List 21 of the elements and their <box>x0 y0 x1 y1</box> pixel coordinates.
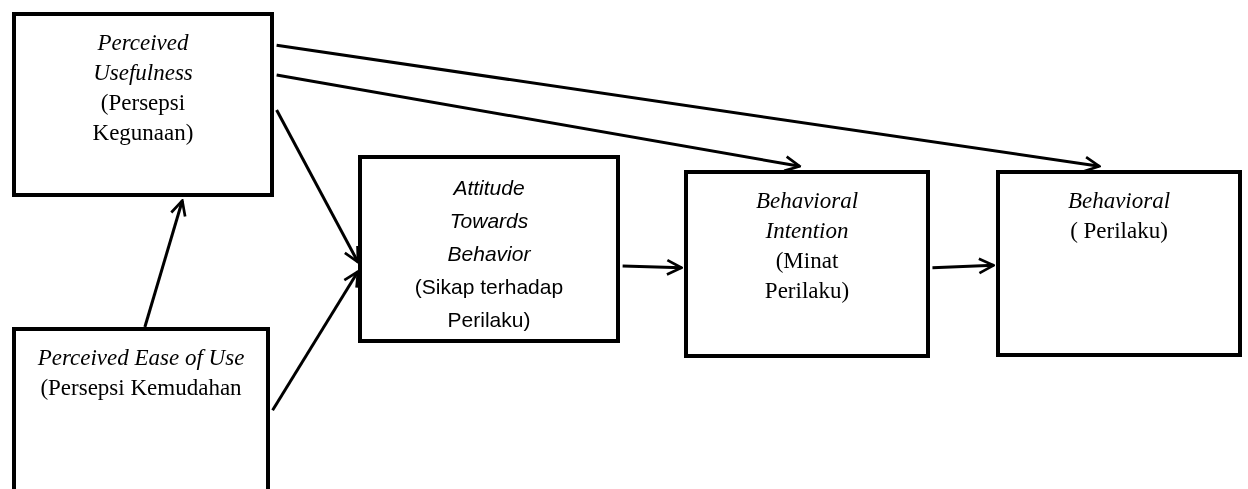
arrow <box>271 270 360 412</box>
box-text: (Minat Perilaku) <box>763 247 851 305</box>
process-box <box>684 170 930 358</box>
process-box <box>12 12 274 197</box>
arrow <box>622 258 683 276</box>
process-box <box>358 155 620 343</box>
box-title: Behavioral Intention <box>754 187 860 245</box>
box-title: Perceived Usefulness <box>92 29 194 87</box>
process-box <box>12 327 270 489</box>
box-text: (Persepsi Kegunaan) <box>91 89 195 147</box>
box-text: (Sikap terhadap Perilaku) <box>413 274 565 333</box>
arrow <box>276 73 801 173</box>
box-text: ( Perilaku) <box>1070 217 1168 245</box>
box-text: Perceived Ease of Use (Persepsi Kemudahan <box>36 344 246 402</box>
arrow <box>143 199 187 328</box>
arrow <box>932 257 995 275</box>
process-box <box>996 170 1242 357</box>
arrow <box>275 109 360 264</box>
box-title: Behavioral <box>1067 187 1171 215</box>
arrow <box>276 43 1101 173</box>
box-title: Attitude Towards Behavior <box>446 175 532 267</box>
